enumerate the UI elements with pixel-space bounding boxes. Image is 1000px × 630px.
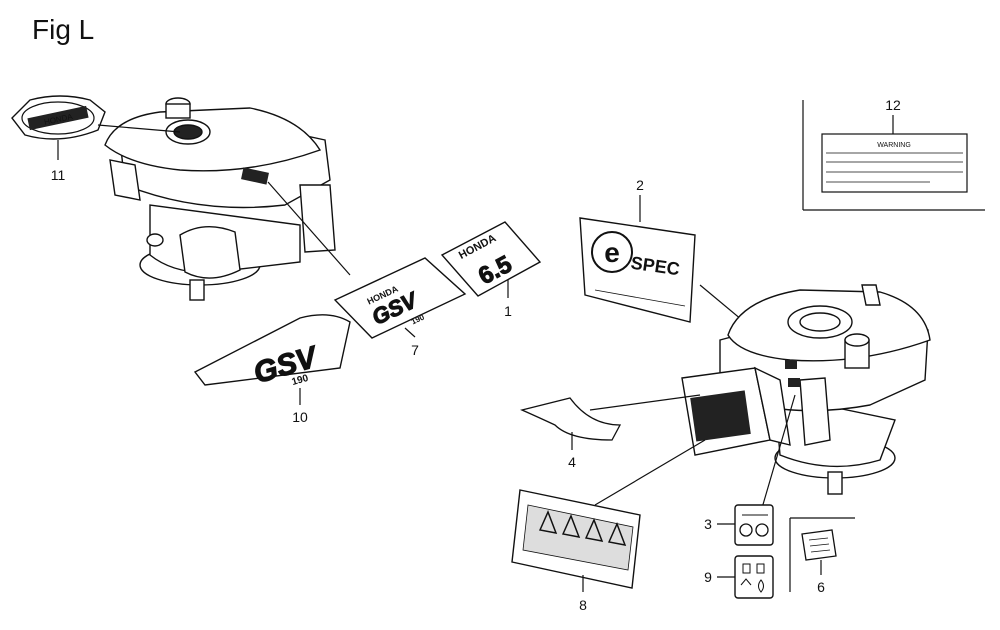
label-part-6 [789, 517, 855, 592]
callout-10: 10 [292, 409, 308, 425]
callout-12: 12 [885, 97, 901, 113]
safety-label-part-8 [511, 489, 641, 589]
gsv-decal-part-10: GSV 190 [193, 314, 351, 391]
warning-heading: WARNING [877, 142, 911, 149]
callout-1: 1 [504, 303, 512, 319]
engine-left-decal-mark [241, 167, 269, 185]
callout-3: 3 [704, 516, 712, 532]
warning-label-part-12: WARNING [802, 100, 985, 211]
rating-decal-part-1: HONDA 6.5 [440, 221, 542, 297]
gsv-decal-part-7: HONDA GSV 190 [333, 257, 467, 339]
leader-line-4 [589, 394, 701, 411]
callout-4: 4 [568, 454, 576, 470]
leader-line-3 [761, 394, 796, 509]
engine-right-decal-b [788, 378, 800, 387]
air-cleaner [681, 366, 791, 456]
callout-11: 11 [51, 167, 66, 183]
figure-title: Fig L [32, 14, 95, 45]
callout-6: 6 [817, 579, 825, 595]
callout-7: 7 [411, 342, 419, 358]
leader-line-11 [97, 124, 181, 133]
icon-label-part-9 [734, 555, 774, 599]
emblem-part-11: HONDA [11, 95, 106, 140]
decal-part-4 [520, 397, 622, 441]
leader-line-8 [594, 439, 706, 506]
gsv-large-model: 190 [291, 373, 310, 388]
callout-2: 2 [636, 177, 644, 193]
espec-decal-part-2: e SPEC [579, 217, 696, 323]
engine-left [104, 97, 336, 301]
leader-line-7 [267, 181, 351, 276]
espec-e: e [604, 237, 620, 268]
engine-right-decal-a [785, 360, 797, 369]
icon-label-part-3 [734, 504, 774, 546]
callout-8: 8 [579, 597, 587, 613]
callout-9: 9 [704, 569, 712, 585]
